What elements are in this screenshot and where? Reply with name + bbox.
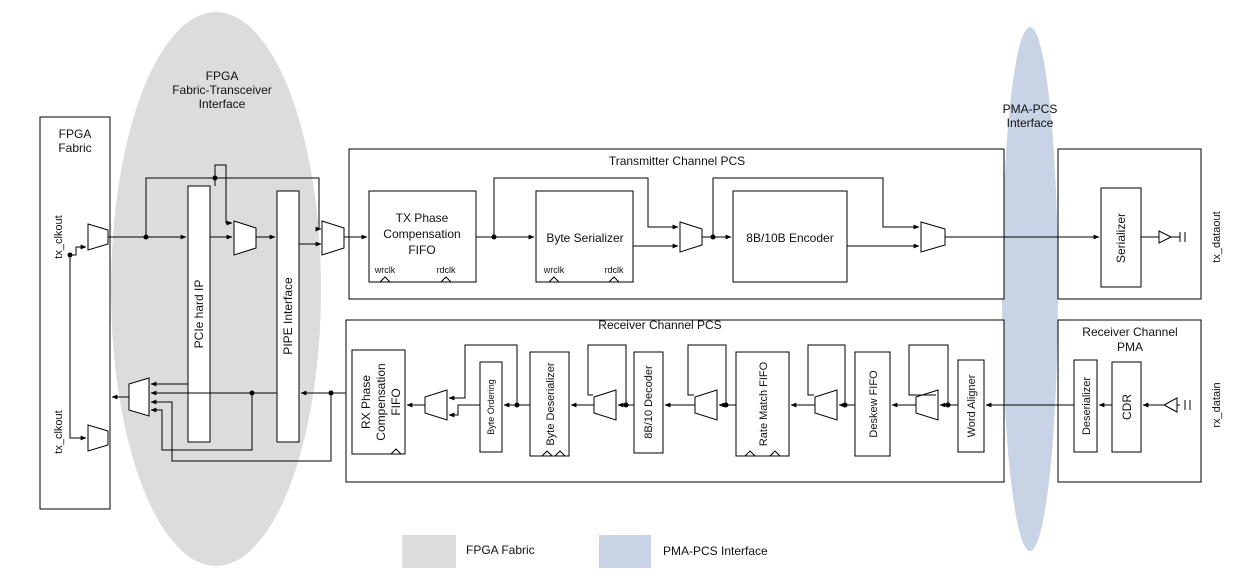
tx-pcs-title: Transmitter Channel PCS [609,154,745,168]
tx-fifo-rdclk-clock-edge-icon [440,276,452,283]
byte-deserializer-block [529,351,570,457]
rx-mux-2-icon [593,389,617,421]
fabric-interface-title-line2: Fabric-Transceiver [172,83,272,97]
pcie-hard-ip-label: PCIe hard IP [192,280,206,349]
byte-ordering-block [479,361,503,453]
rx-pcs-block [345,319,1005,483]
tx-mux-2-icon [920,221,946,253]
tx-phase-fifo-block [368,190,477,283]
fpga-fabric-title-line1: FPGA [59,127,92,141]
pma-pcs-title-line1: PMA-PCS [1003,102,1058,116]
deserializer-label: Deserializer [1081,377,1093,435]
rx-pcs-title: Receiver Channel PCS [598,318,721,332]
serializer-block [1100,187,1142,288]
legend-pma-pcs-swatch [599,535,651,568]
legend-pma-pcs-label: PMA-PCS Interface [663,544,768,558]
fabric-clk-mux-icon [87,424,109,452]
rx-phase-fifo-line2: Compensation [374,363,388,440]
tx-phase-fifo-line1: TX Phase [396,211,449,225]
pma-pcs-interface-region [1002,27,1058,551]
encoder-block [732,190,848,283]
byte-ordering-label: Byte Ordering [486,379,496,435]
word-aligner-block [957,359,985,453]
fabric-rx-mux-icon [128,377,150,417]
deserializer-block [1073,359,1098,453]
rx-fifo-clock-edge-icon [390,448,402,455]
pcie-hard-ip-block [187,185,211,443]
deskew-fifo-block [854,351,891,457]
fabric-interface-title-line3: Interface [199,97,246,111]
cdr-label: CDR [1120,394,1134,420]
byte-serializer-rdclk-clock-edge-icon [608,276,620,283]
interface-mux-1-icon [233,220,257,256]
tx-clkout-top-label: tx_clkout [53,215,65,258]
junction-dots [67,175,951,408]
fabric-tx-mux-icon [87,223,109,251]
decoder-block [633,351,664,454]
decoder-label: 8B/10 Decoder [643,365,655,439]
byte-serializer-label: Byte Serializer [546,231,623,245]
tx-dataout-label: tx_dataout [1211,211,1223,262]
rx-phase-fifo-line3: FIFO [389,388,403,415]
rx-pma-title-line1: Receiver Channel [1082,325,1177,339]
tx-fifo-rdclk-label: rdclk [436,265,456,275]
tx-clkout-bottom-label: tx_clkout [53,410,65,453]
byte-serializer-wrclk-clock-edge-icon [548,276,560,283]
deskew-fifo-label: Deskew FIFO [868,370,880,438]
rx-pma-title-line2: PMA [1117,340,1143,354]
rx-mux-4-icon [814,389,838,421]
rx-phase-fifo-block [351,349,406,455]
encoder-label: 8B/10B Encoder [746,231,833,245]
serializer-label: Serializer [1114,213,1128,263]
byte-serializer-wrclk-label: wrclk [543,265,565,275]
byte-deserializer-label: Byte Deserializer [545,362,557,445]
fabric-transceiver-interface-region [111,12,321,566]
fabric-interface-title-line1: FPGA [206,69,239,83]
pma-pcs-title-line2: Interface [1007,116,1054,130]
fpga-fabric-title-line2: Fabric [58,141,91,155]
rate-match-fifo-label: Rate Match FIFO [758,361,770,446]
rx-phase-fifo-line1: RX Phase [359,375,373,429]
tx-phase-fifo-line3: FIFO [408,243,435,257]
tx-fifo-wrclk-label: wrclk [374,265,396,275]
rx-datain-label: rx_datain [1211,382,1223,427]
interface-mux-2-icon [321,220,345,256]
rx-mux-1-icon [424,389,448,421]
rx-mux-3-icon [694,389,718,421]
tx-fifo-wrclk-clock-edge-icon [379,276,391,283]
byte-deserializer-clock-edge-2-icon [554,450,566,457]
byte-serializer-rdclk-label: rdclk [604,265,624,275]
rate-match-clock-edge-1-icon [744,450,756,457]
pipe-interface-label: PIPE Interface [281,277,295,355]
legend-fabric-swatch [402,535,456,568]
byte-serializer-block [535,190,634,283]
pipe-interface-block [276,190,300,443]
legend-fabric-label: FPGA Fabric [466,543,535,557]
fpga-fabric-block [39,116,111,510]
word-aligner-label: Word Aligner [966,374,978,437]
tx-phase-fifo-line2: Compensation [383,227,460,241]
tx-mux-1-icon [679,221,703,253]
cdr-block [1111,361,1142,453]
byte-deserializer-clock-edge-1-icon [541,450,553,457]
rate-match-clock-edge-2-icon [769,450,781,457]
rate-match-fifo-block [735,351,790,457]
